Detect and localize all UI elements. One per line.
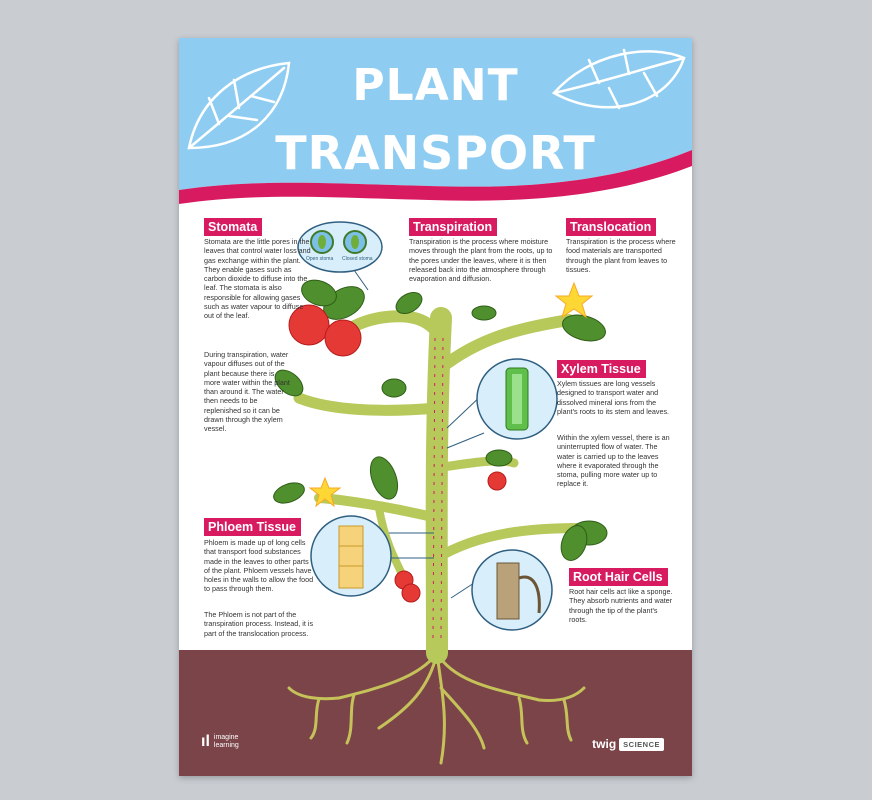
roots — [287, 651, 586, 765]
open-stoma-caption: Open stoma — [306, 256, 334, 262]
leaf-outline-icon — [187, 61, 291, 150]
phloem-callout — [310, 515, 434, 597]
xylem-callout — [446, 358, 558, 449]
transpiration-heading: Transpiration — [409, 218, 498, 236]
translocation-paragraph: Transpiration is the process where food … — [566, 237, 676, 274]
science-badge: SCIENCE — [619, 737, 664, 751]
header: PLANT TRANSPORT — [179, 38, 692, 213]
closed-stoma-caption: Closed stoma — [342, 256, 373, 262]
poster: PLANT TRANSPORT — [179, 38, 692, 776]
tomato-icon — [288, 304, 507, 603]
root-hair-heading: Root Hair Cells — [569, 568, 668, 586]
logo-left-line2: learning — [213, 742, 239, 749]
twig-word: twig — [592, 737, 617, 751]
stomata-paragraph-2: During transpiration, water vapour diffu… — [204, 350, 290, 434]
xylem-paragraph-2: Within the xylem vessel, there is an uni… — [557, 433, 670, 489]
flower-icon — [308, 281, 594, 508]
xylem-heading: Xylem Tissue — [557, 360, 646, 378]
transpiration-paragraph: Transpiration is the process where moist… — [409, 237, 553, 284]
imagine-learning-logo-icon: ıl — [201, 733, 210, 750]
stomata-paragraph-1: Stomata are the little pores in the leav… — [204, 237, 311, 321]
phloem-heading: Phloem Tissue — [204, 518, 301, 536]
logo-left-line1: imagine — [213, 734, 239, 741]
phloem-paragraph-2: The Phloem is not part of the transpirat… — [204, 610, 314, 638]
page-title-line1: PLANT — [352, 60, 519, 111]
leaves — [273, 279, 608, 561]
stomata-heading: Stomata — [204, 218, 263, 236]
root-hair-paragraph: Root hair cells act like a sponge. They … — [569, 587, 673, 624]
stem — [293, 307, 584, 664]
root-hair-callout — [450, 549, 553, 631]
header-art — [179, 38, 692, 204]
leaf-outline-icon — [552, 48, 686, 110]
stomata-callout — [297, 221, 383, 291]
plant-illustration — [273, 221, 608, 765]
translocation-heading: Translocation — [566, 218, 657, 236]
page-title-line2: TRANSPORT — [275, 126, 596, 180]
twig-science-logo: twig SCIENCE — [592, 737, 664, 751]
xylem-paragraph-1: Xylem tissues are long vessels designed … — [557, 379, 670, 416]
phloem-paragraph-1: Phloem is made up of long cells that tra… — [204, 538, 314, 594]
soil-band — [179, 650, 692, 776]
